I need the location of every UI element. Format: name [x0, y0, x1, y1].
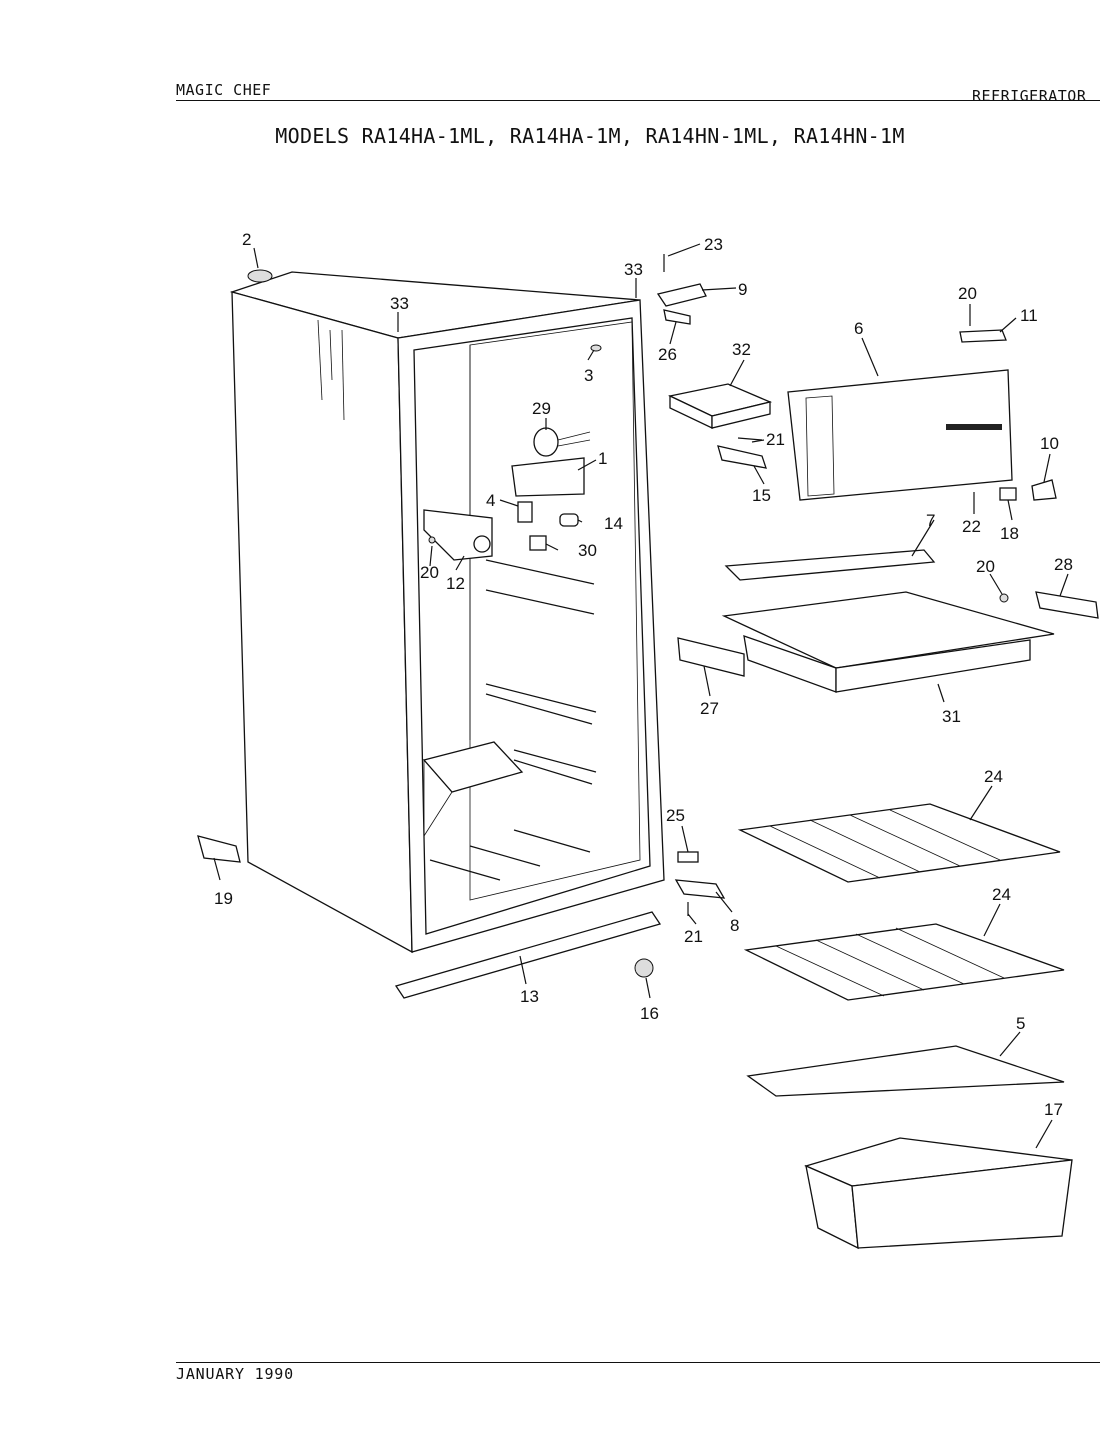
part-10-door-stop — [1031, 479, 1057, 501]
header-rule — [176, 100, 1100, 101]
callout-20-cabinet: 20 — [420, 563, 439, 582]
models-title: MODELS RA14HA-1ML, RA14HA-1M, RA14HN-1ML… — [275, 124, 905, 148]
callout-13: 13 — [520, 987, 539, 1006]
part-24-wire-shelf-upper — [737, 803, 1061, 883]
callout-1: 1 — [598, 449, 607, 468]
part-3-clip — [590, 344, 602, 352]
callout-5: 5 — [1016, 1014, 1025, 1033]
refrigerator-cabinet — [229, 271, 665, 954]
part-16-leveling-leg — [634, 958, 654, 978]
callout-26: 26 — [658, 345, 677, 364]
callout-labels: 2 33 33 3 29 1 4 14 30 20 12 19 13 16 25… — [214, 230, 1073, 1119]
callout-22: 22 — [962, 517, 981, 536]
callout-25: 25 — [666, 806, 685, 825]
part-14-knob — [559, 513, 579, 527]
callout-19: 19 — [214, 889, 233, 908]
callout-33-right: 33 — [624, 260, 643, 279]
part-8-bracket — [674, 879, 726, 899]
callout-9: 9 — [738, 280, 747, 299]
callout-17: 17 — [1044, 1100, 1063, 1119]
footer-date: JANUARY 1990 — [176, 1365, 294, 1383]
callout-28: 28 — [1054, 555, 1073, 574]
part-31-meat-pan — [721, 591, 1055, 693]
callout-14: 14 — [604, 514, 623, 533]
part-13-kick-plate — [394, 911, 662, 999]
callout-18: 18 — [1000, 524, 1019, 543]
callout-8: 8 — [730, 916, 739, 935]
part-2-plug — [247, 269, 273, 283]
callout-23: 23 — [704, 235, 723, 254]
callout-7: 7 — [926, 511, 935, 530]
callout-20-tray: 20 — [976, 557, 995, 576]
part-15-latch — [717, 445, 767, 469]
part-21-screw-upper — [737, 437, 763, 441]
callout-33-left: 33 — [390, 294, 409, 313]
callout-2: 2 — [242, 230, 251, 249]
callout-15: 15 — [752, 486, 771, 505]
part-28-hinge-bracket — [1035, 591, 1099, 619]
callout-27: 27 — [700, 699, 719, 718]
part-7-drip-tray — [724, 549, 936, 581]
callout-11: 11 — [1020, 306, 1038, 325]
part-20-screw-right — [999, 593, 1009, 603]
part-9-hinge-top — [656, 283, 707, 325]
part-24-wire-shelf-lower — [743, 923, 1065, 1001]
part-12-control-assembly — [423, 509, 493, 561]
part-30-connector — [529, 535, 547, 551]
callout-30: 30 — [578, 541, 597, 560]
callout-21-upper: 21 — [766, 430, 785, 449]
part-1-control-bracket — [511, 457, 585, 497]
part-4-switch — [517, 501, 533, 523]
part-27-rail — [677, 637, 745, 677]
part-19-hinge — [197, 835, 241, 863]
callout-21-lower: 21 — [684, 927, 703, 946]
brand-name: MAGIC CHEF — [176, 81, 272, 99]
callout-3: 3 — [584, 366, 593, 385]
callout-10: 10 — [1040, 434, 1059, 453]
callout-4: 4 — [486, 491, 495, 510]
part-25-pad — [677, 851, 699, 863]
part-11-hinge-pin — [959, 329, 1007, 343]
callout-29: 29 — [532, 399, 551, 418]
callout-24-upper: 24 — [984, 767, 1003, 786]
callout-31: 31 — [942, 707, 961, 726]
part-32-ice-tray — [667, 383, 773, 430]
part-17-crisper-pan — [804, 1137, 1073, 1250]
footer-rule — [176, 1362, 1100, 1363]
part-6-freezer-door — [787, 369, 1013, 501]
callout-24-lower: 24 — [992, 885, 1011, 904]
part-5-crisper-cover — [746, 1045, 1065, 1097]
callout-6: 6 — [854, 319, 863, 338]
callout-12: 12 — [446, 574, 465, 593]
part-20-screw — [428, 536, 436, 544]
leader-lines — [213, 243, 1069, 1149]
callout-16: 16 — [640, 1004, 659, 1023]
callout-32: 32 — [732, 340, 751, 359]
part-18-clip — [999, 487, 1017, 501]
callout-20-door: 20 — [958, 284, 977, 303]
